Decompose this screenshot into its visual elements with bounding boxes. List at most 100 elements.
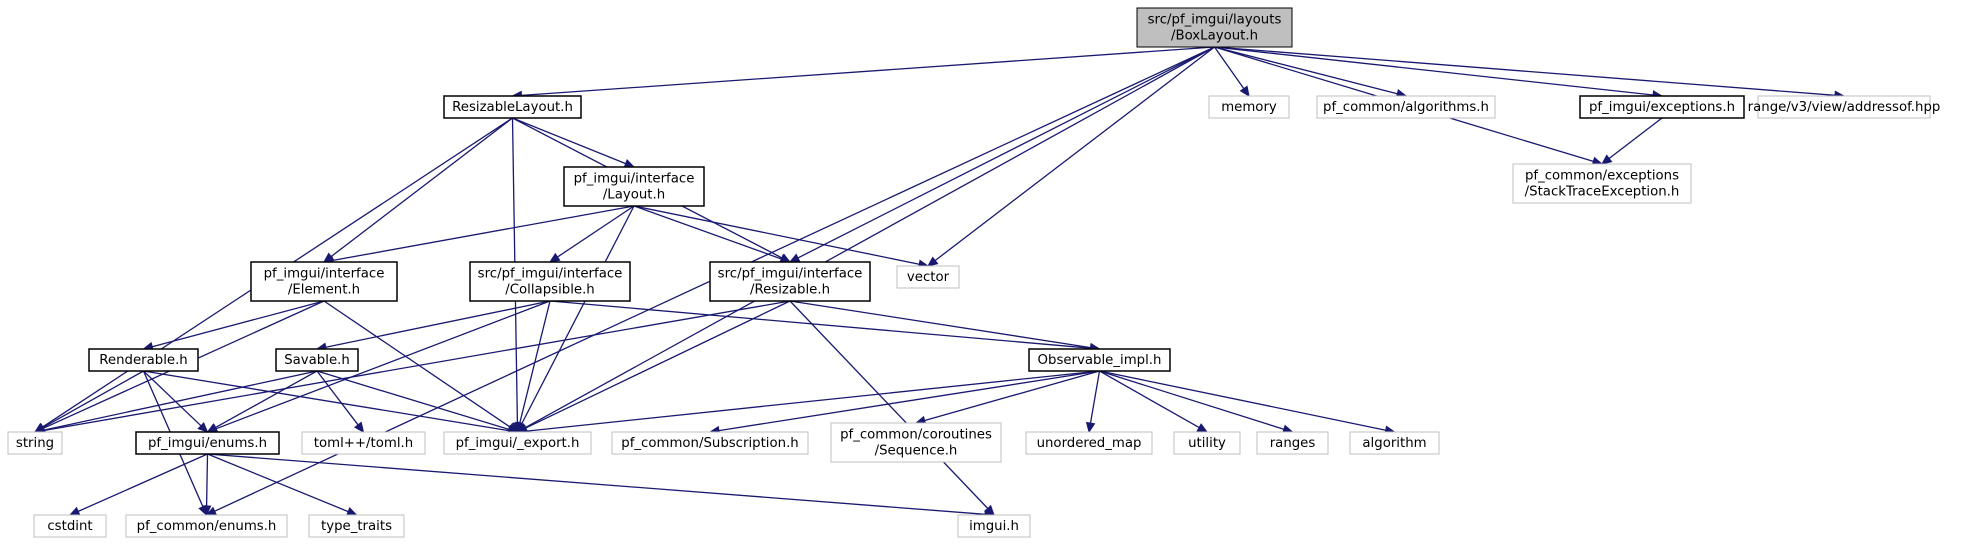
- node-imgui: imgui.h: [957, 514, 1031, 538]
- node-algorithm: algorithm: [1349, 431, 1440, 455]
- node-label: cstdint: [47, 519, 92, 534]
- edge-exceptions-to-stacktrace: [1601, 117, 1663, 165]
- edge-savable-to-toml: [316, 370, 365, 433]
- edge-line: [633, 205, 920, 265]
- node-label: pf_imgui/interface: [574, 172, 695, 187]
- node-observable[interactable]: Observable_impl.h: [1028, 348, 1171, 372]
- node-resizable-layout[interactable]: ResizableLayout.h: [443, 95, 582, 119]
- node-box: [1025, 431, 1153, 455]
- node-label: pf_common/Subscription.h: [621, 436, 798, 451]
- edge-line: [924, 370, 1100, 422]
- node-label: pf_common/coroutines: [840, 428, 992, 443]
- node-label: /Resizable.h: [750, 283, 830, 298]
- node-subscription: pf_common/Subscription.h: [611, 431, 809, 455]
- edge-line: [43, 300, 791, 432]
- edge-collapsible-to-enums: [206, 300, 551, 434]
- edge-layout-to-export: [516, 205, 635, 434]
- node-label: utility: [1188, 436, 1226, 451]
- edge-line: [42, 370, 144, 429]
- edge-root-to-vector: [927, 46, 1215, 267]
- node-root[interactable]: src/pf_imgui/layouts/BoxLayout.h: [1136, 7, 1293, 48]
- edge-layout-to-element: [322, 205, 635, 265]
- nodes-layer: src/pf_imgui/layouts/BoxLayout.hResizabl…: [7, 7, 1940, 538]
- node-enums[interactable]: pf_imgui/enums.h: [135, 431, 280, 455]
- edge-root-to-memory: [1213, 46, 1250, 98]
- edge-line: [1608, 117, 1663, 160]
- node-memory: memory: [1208, 95, 1290, 119]
- edge-line: [316, 370, 510, 431]
- edge-root-to-exceptions: [1214, 46, 1664, 100]
- edge-layout-to-collapsible: [548, 205, 635, 263]
- edge-line: [789, 300, 1091, 349]
- edge-line: [521, 46, 1215, 97]
- edge-enums-to-cstdint: [68, 453, 208, 516]
- node-renderable[interactable]: Renderable.h: [88, 348, 199, 372]
- edge-observable-to-sequence: [914, 370, 1100, 426]
- arrow-head-icon: [206, 423, 219, 433]
- node-element[interactable]: pf_imgui/interface/Element.h: [250, 261, 398, 302]
- edge-observable-to-export: [516, 370, 1100, 436]
- edge-line: [323, 300, 511, 428]
- node-layout[interactable]: pf_imgui/interface/Layout.h: [563, 166, 705, 207]
- arrow-head-icon: [548, 252, 561, 263]
- node-addressof: range/v3/view/addressof.hpp: [1748, 95, 1940, 119]
- node-type-traits: type_traits: [308, 514, 405, 538]
- edge-line: [207, 453, 986, 515]
- arrow-head-icon: [623, 158, 636, 168]
- node-resizable[interactable]: src/pf_imgui/interface/Resizable.h: [709, 261, 871, 302]
- node-ranges: ranges: [1256, 431, 1329, 455]
- node-exceptions[interactable]: pf_imgui/exceptions.h: [1579, 95, 1745, 119]
- edge-line: [332, 205, 635, 262]
- node-box: [896, 265, 960, 289]
- node-box: [1256, 431, 1329, 455]
- node-cstdint: cstdint: [33, 514, 107, 538]
- node-label: /Sequence.h: [875, 444, 958, 459]
- node-box: [830, 422, 1002, 463]
- node-vector: vector: [896, 265, 960, 289]
- node-box: [308, 514, 405, 538]
- node-label: pf_common/enums.h: [137, 519, 277, 534]
- edge-savable-to-enums: [206, 370, 318, 433]
- node-toml: toml++/toml.h: [301, 431, 426, 455]
- arrow-head-icon: [927, 256, 939, 267]
- node-label: /Collapsible.h: [505, 283, 594, 298]
- edge-line: [205, 453, 209, 507]
- node-box: [1349, 431, 1440, 455]
- arrow-head-icon: [68, 506, 81, 516]
- arrow-head-icon: [353, 421, 365, 433]
- node-label: type_traits: [321, 519, 392, 534]
- node-label: pf_imgui/interface: [264, 267, 385, 282]
- node-box: [443, 431, 592, 455]
- arrow-head-icon: [197, 421, 209, 433]
- node-collapsible[interactable]: src/pf_imgui/interface/Collapsible.h: [469, 261, 631, 302]
- edge-line: [43, 370, 318, 431]
- node-box: [611, 431, 809, 455]
- edge-line: [1213, 46, 1245, 89]
- edge-observable-to-algorithm: [1099, 370, 1396, 435]
- node-unordered-map: unordered_map: [1025, 431, 1153, 455]
- node-label: src/pf_imgui/layouts: [1148, 13, 1282, 28]
- node-box: [1136, 7, 1293, 48]
- edge-line: [143, 370, 509, 432]
- arrow-head-icon: [345, 506, 358, 516]
- node-label: algorithm: [1362, 436, 1426, 451]
- edge-line: [1214, 46, 1836, 96]
- edge-line: [525, 46, 1215, 429]
- node-utility: utility: [1173, 431, 1241, 455]
- node-box: [125, 514, 288, 538]
- node-label: Renderable.h: [99, 353, 187, 368]
- edge-line: [549, 300, 1091, 349]
- node-common-enums: pf_common/enums.h: [125, 514, 288, 538]
- edge-layout-to-resizable: [633, 205, 792, 264]
- edge-resizable-to-imgui: [789, 300, 995, 516]
- node-savable[interactable]: Savable.h: [275, 348, 359, 372]
- node-algorithms: pf_common/algorithms.h: [1316, 95, 1496, 119]
- edge-line: [215, 300, 551, 430]
- edge-line: [519, 300, 551, 424]
- node-stacktrace: pf_common/exceptions/StackTraceException…: [1512, 163, 1692, 204]
- edge-line: [512, 117, 626, 165]
- node-label: Savable.h: [284, 353, 350, 368]
- node-box: [1316, 95, 1496, 119]
- edge-line: [143, 370, 202, 427]
- arrow-head-icon: [1601, 154, 1613, 165]
